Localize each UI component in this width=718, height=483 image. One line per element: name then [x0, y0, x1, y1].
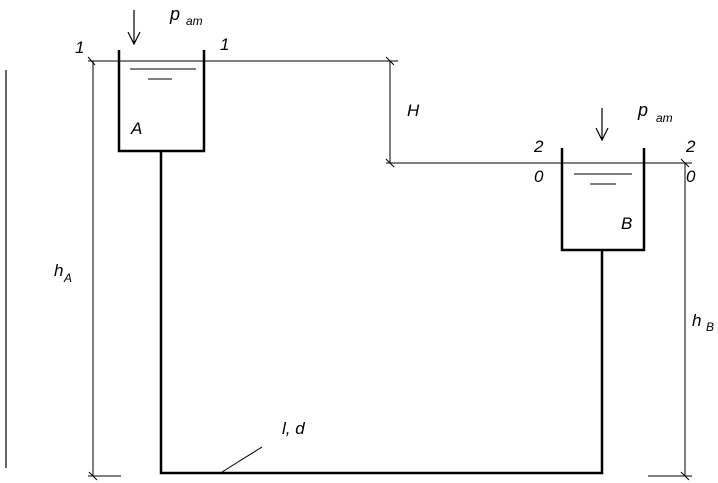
hA-symbol: h [54, 261, 63, 280]
hB-tick-bottom [680, 471, 690, 481]
section-2-left-label: 2 [533, 137, 544, 156]
pipe-label: l, d [282, 419, 305, 438]
section-1-right-label: 1 [220, 35, 229, 54]
section-2-right-label: 2 [685, 137, 696, 156]
tank-A-label: A [130, 119, 142, 138]
pressure-arrow-B [595, 108, 609, 142]
patm-B-subscript: ат [656, 111, 673, 125]
patm-A-symbol: p [169, 4, 180, 24]
head-H-label: H [407, 101, 420, 120]
pipe-leader-line [221, 446, 263, 473]
pressure-arrow-A [127, 10, 141, 46]
hB-subscript: B [706, 320, 714, 334]
level-1-tick-left [87, 56, 96, 66]
connecting-pipe [159, 151, 604, 475]
patm-B-symbol: p [637, 100, 648, 120]
hA-subscript: A [63, 271, 72, 285]
datum-0-right-label: 0 [686, 167, 696, 186]
hB-symbol: h [692, 311, 701, 330]
hA-tick-bottom [88, 471, 98, 481]
datum-0-left-label: 0 [534, 167, 544, 186]
tank-B-label: B [621, 214, 632, 233]
patm-A-subscript: ат [186, 14, 203, 28]
section-1-left-label: 1 [75, 38, 84, 57]
